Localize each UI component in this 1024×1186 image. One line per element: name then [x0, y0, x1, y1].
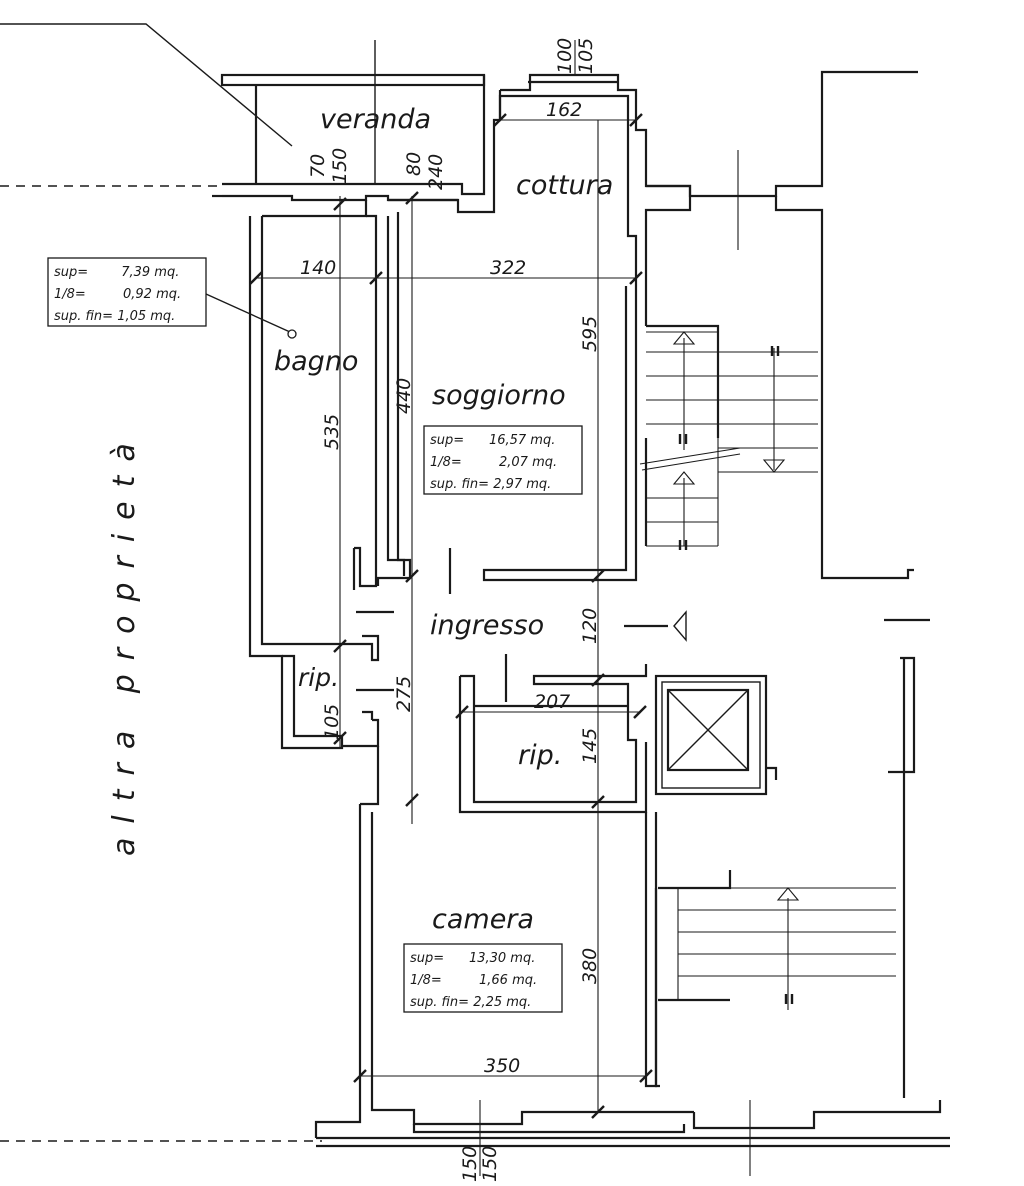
side-label-altra-proprieta: altra proprietà — [107, 429, 142, 856]
room-label-cottura: cottura — [516, 170, 613, 201]
info-box-camera: sup= 13,30 mq. 1/8= 1,66 mq. sup. fin= 2… — [403, 943, 563, 1013]
room-label-bagno: bagno — [274, 346, 358, 377]
bagno-info-marker — [287, 329, 297, 339]
room-label-rip-small: rip. — [298, 663, 339, 692]
dim-text: 140 — [300, 257, 336, 279]
veranda-leader-line — [0, 23, 293, 147]
room-label-soggiorno: soggiorno — [432, 380, 566, 411]
rip-large-walls — [458, 664, 648, 814]
dim-text: 150 — [459, 1146, 481, 1182]
info-ottavo: 1/8= 0,92 mq. — [54, 287, 181, 302]
dim-text: 105 — [321, 704, 343, 740]
dim-text: 595 — [579, 316, 601, 352]
dim-text: 350 — [484, 1055, 520, 1077]
dim-text: 150 — [329, 148, 351, 184]
info-sup: sup= 16,57 mq. — [430, 433, 555, 448]
dim-text: 535 — [321, 414, 343, 450]
dim-text: 145 — [579, 728, 601, 764]
dim-text: 380 — [579, 948, 601, 984]
dim-text: 80 — [403, 152, 425, 176]
bagno-info-leader — [205, 293, 291, 333]
camera-walls — [314, 804, 950, 1148]
veranda-walls — [220, 40, 486, 184]
info-fin: sup. fin= 1,05 mq. — [54, 309, 175, 324]
info-ottavo: 1/8= 2,07 mq. — [430, 455, 557, 470]
stairs-upper — [639, 326, 818, 547]
soggiorno-walls — [376, 198, 638, 586]
dim-text: 162 — [546, 99, 582, 121]
stairs-lower — [677, 887, 896, 1010]
lift-shaft — [654, 674, 778, 796]
info-box-bagno: sup= 7,39 mq. 1/8= 0,92 mq. sup. fin= 1,… — [47, 257, 207, 327]
info-box-soggiorno: sup= 16,57 mq. 1/8= 2,07 mq. sup. fin= 2… — [423, 425, 583, 495]
info-ottavo: 1/8= 1,66 mq. — [410, 973, 537, 988]
dimension-texts: 100 105 162 70 150 80 240 140 322 595 44… — [300, 38, 601, 1182]
room-label-camera: camera — [432, 904, 534, 935]
dim-text: 440 — [393, 378, 415, 414]
info-sup: sup= 7,39 mq. — [54, 265, 179, 280]
dim-text: 240 — [425, 154, 447, 190]
room-label-ingresso: ingresso — [430, 610, 544, 641]
info-sup: sup= 13,30 mq. — [410, 951, 535, 966]
dim-text: 150 — [479, 1146, 501, 1182]
room-label-veranda: veranda — [320, 104, 431, 135]
dim-text: 105 — [575, 38, 597, 74]
info-fin: sup. fin= 2,25 mq. — [410, 995, 531, 1010]
dim-text: 322 — [490, 257, 526, 279]
dim-text: 207 — [534, 691, 570, 713]
dimension-lines — [249, 40, 794, 1176]
dim-text: 70 — [307, 154, 329, 178]
entry-arrow-icon — [673, 610, 687, 642]
dim-text: 275 — [393, 676, 415, 712]
ingresso-walls — [282, 548, 668, 806]
info-fin: sup. fin= 2,97 mq. — [430, 477, 551, 492]
room-label-rip-large: rip. — [518, 740, 562, 771]
dim-text: 100 — [554, 38, 576, 74]
dim-text: 120 — [579, 608, 601, 644]
